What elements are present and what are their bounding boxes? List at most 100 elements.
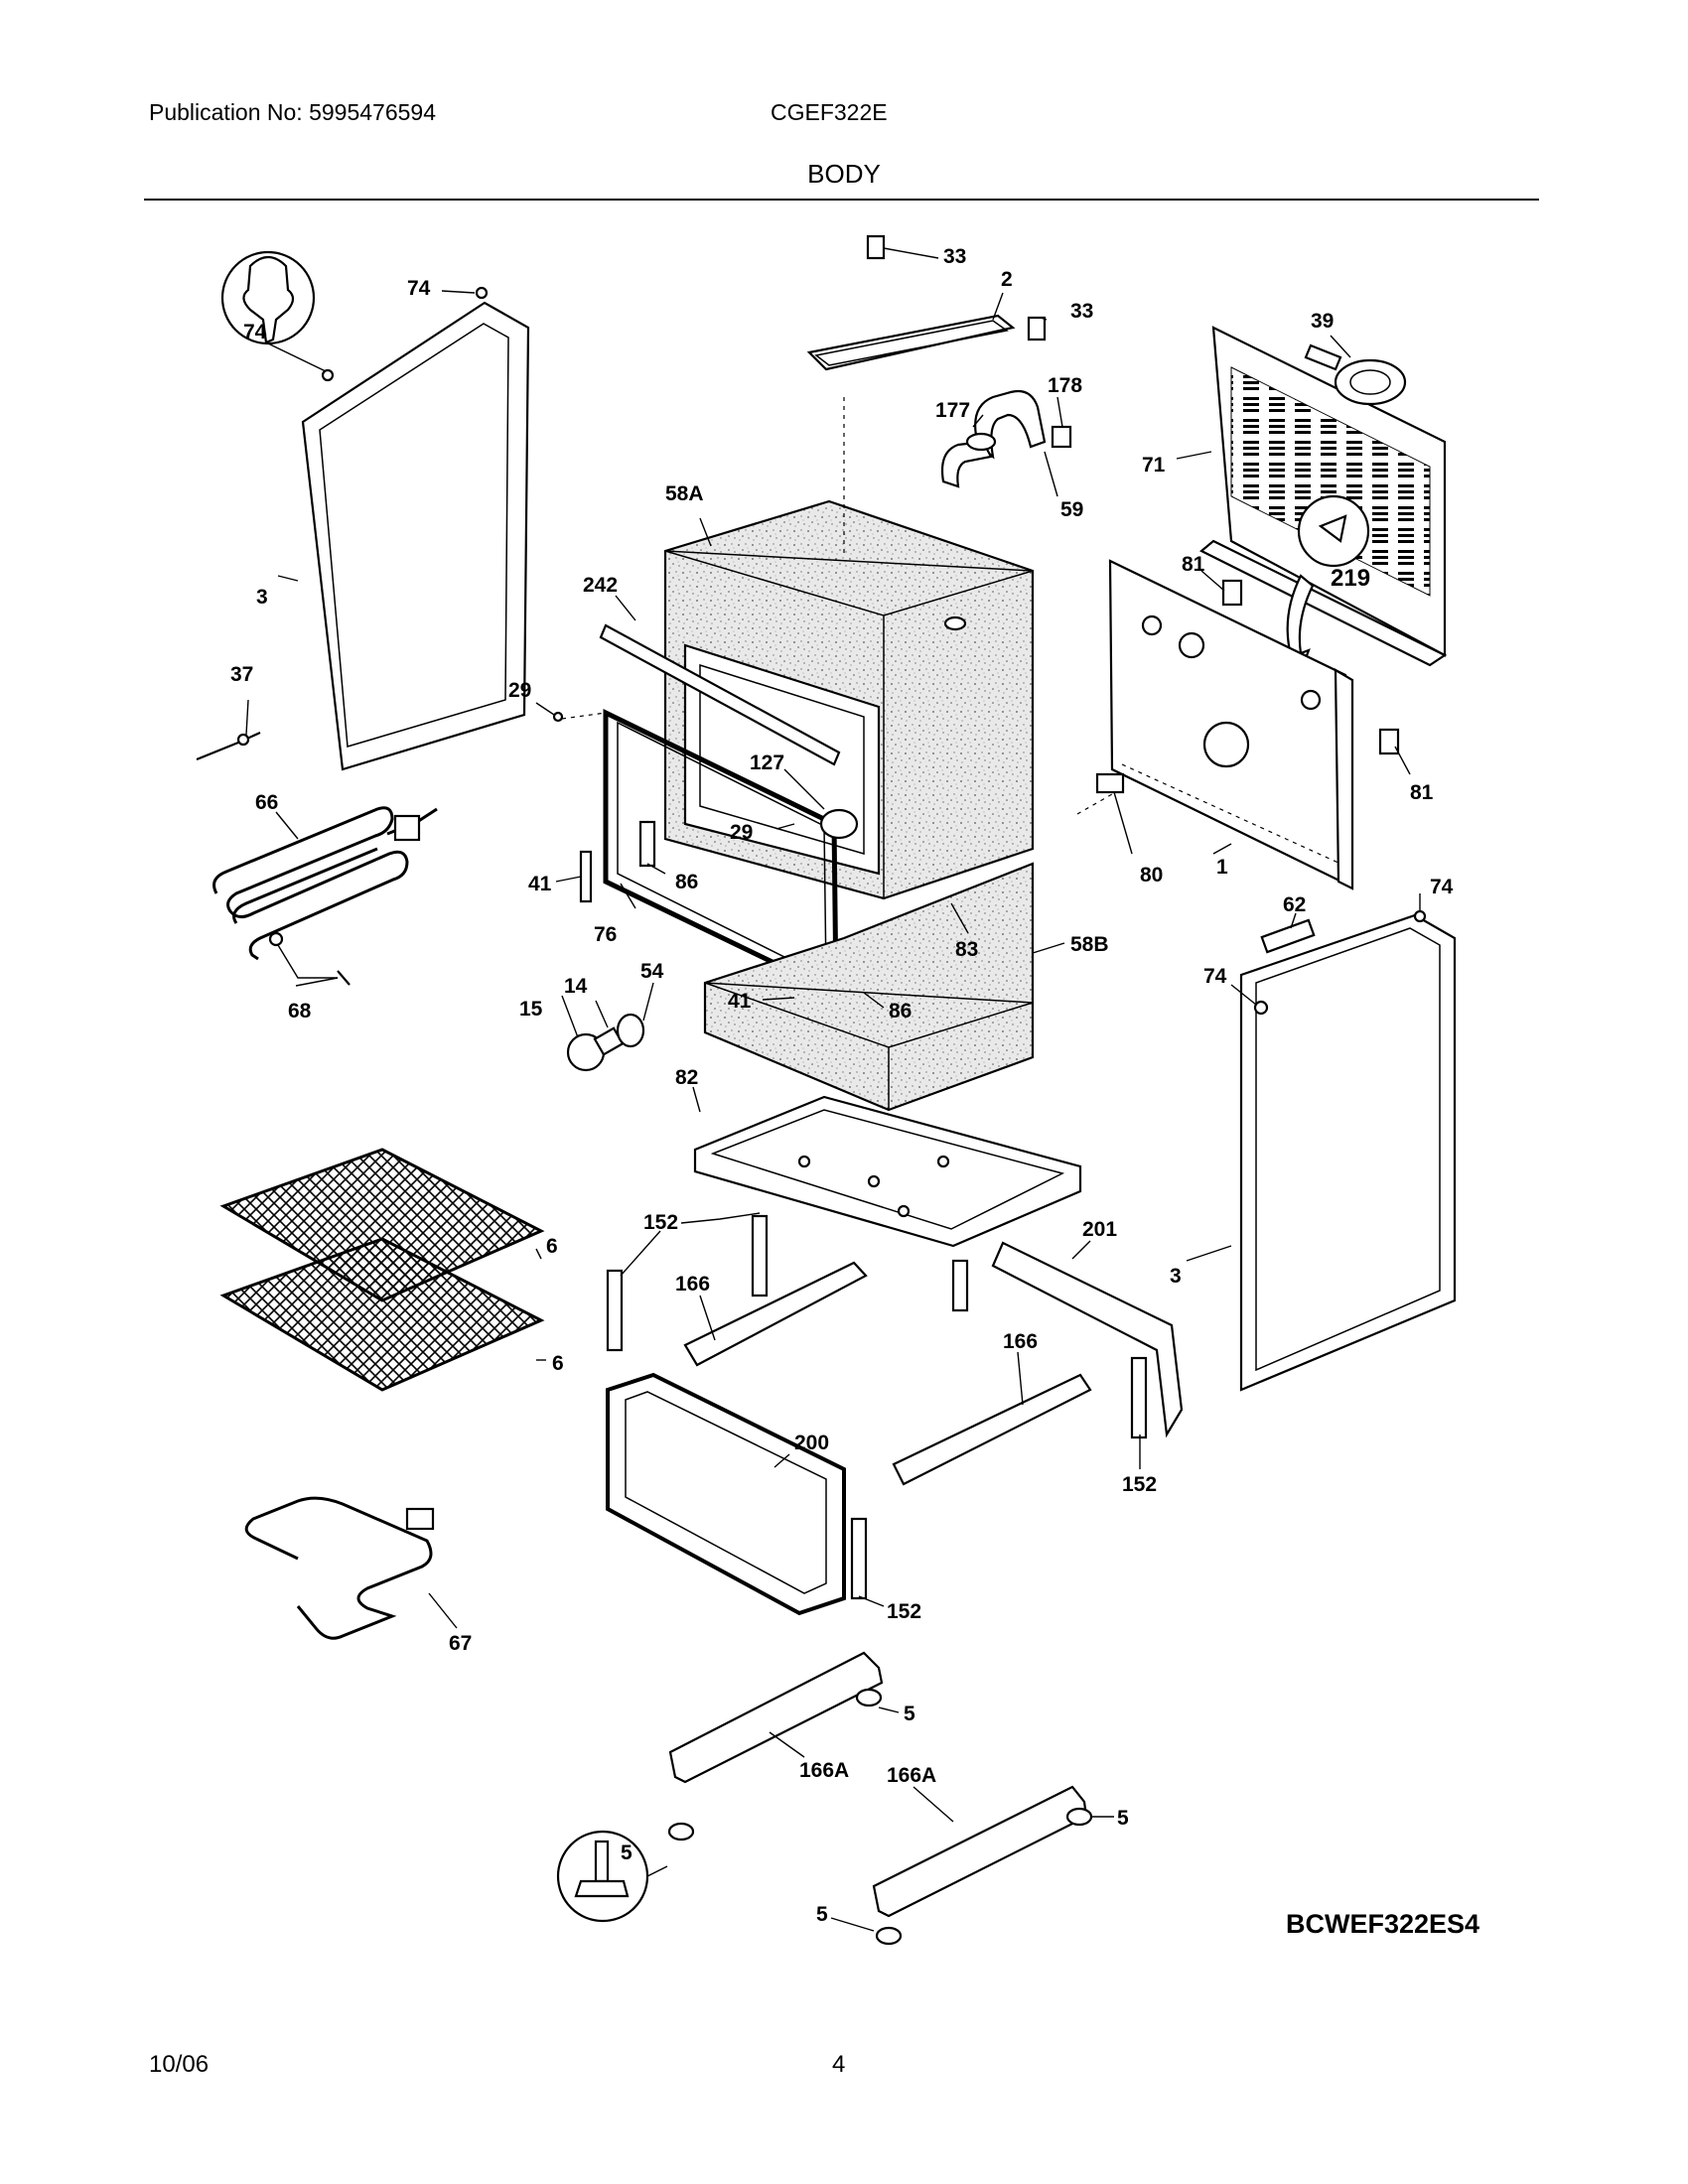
- callout: 5: [816, 1903, 828, 1926]
- callout: 66: [255, 791, 278, 814]
- screw-68: [268, 931, 284, 947]
- callout: 33: [943, 245, 966, 268]
- terminal-block-62: [1260, 918, 1316, 954]
- leg-5-d: [875, 1926, 903, 1946]
- hinge-86-upper: [638, 820, 656, 868]
- callout: 39: [1311, 310, 1334, 333]
- bracket-152-center: [751, 1214, 769, 1297]
- model-number: CGEF322E: [771, 99, 888, 125]
- callout: 41: [728, 990, 752, 1013]
- callout: 74: [1430, 876, 1454, 898]
- callout: 2: [1001, 268, 1013, 291]
- bracket-81-lower: [1378, 728, 1400, 755]
- callout: 14: [564, 975, 588, 998]
- callout: 166A: [799, 1759, 849, 1782]
- callout: 178: [1048, 374, 1082, 397]
- bottom-pan-82: [693, 1095, 1082, 1248]
- oven-liner-lower: [703, 862, 1035, 1112]
- callout: 152: [1122, 1473, 1157, 1496]
- front-rail-242: [599, 623, 841, 766]
- callout: 86: [889, 1000, 912, 1023]
- callout: 54: [640, 960, 664, 983]
- rail-166A-right: [872, 1785, 1088, 1918]
- callout: 6: [552, 1352, 564, 1375]
- callout: 201: [1082, 1218, 1117, 1241]
- drawer-frame-200: [606, 1372, 846, 1616]
- callout: 68: [288, 1000, 312, 1023]
- callout: 29: [730, 821, 753, 844]
- bracket-152-right: [1130, 1356, 1148, 1439]
- leader-lines: [245, 247, 1421, 1932]
- callout: 58A: [665, 482, 704, 505]
- leg-5-detail: [556, 1830, 649, 1923]
- footer-date: 10/06: [149, 2051, 210, 2078]
- callout: 74: [1203, 965, 1227, 988]
- callout: 41: [528, 873, 552, 895]
- callout: 6: [546, 1235, 558, 1258]
- callout: 29: [508, 679, 531, 702]
- publication-number: Publication No: 5995476594: [149, 99, 437, 125]
- callout: 5: [904, 1703, 915, 1725]
- callout: 37: [230, 663, 253, 686]
- screw-74-right: [1413, 909, 1427, 923]
- callout: 3: [1170, 1265, 1182, 1288]
- page-number: 4: [832, 2051, 846, 2078]
- bracket-33-top: [866, 234, 886, 260]
- thermostat-127: [819, 808, 859, 840]
- rail-201: [991, 1241, 1184, 1438]
- callout: 82: [675, 1066, 698, 1089]
- callout-labels: 74 74 3 37 29 242 58A 33 2 33 177 178 59…: [230, 245, 1454, 1926]
- left-side-panel: [301, 301, 530, 771]
- rail-166A-left: [668, 1651, 884, 1784]
- callout: 80: [1140, 864, 1163, 887]
- callout: 76: [594, 923, 617, 946]
- callout: 127: [750, 751, 784, 774]
- bracket-152-drawer: [850, 1517, 868, 1600]
- callout: 83: [955, 938, 978, 961]
- right-side-panel: [1239, 913, 1457, 1392]
- callout: 152: [887, 1600, 921, 1623]
- diagram-code: BCWEF322ES4: [1286, 1909, 1479, 1939]
- broil-element: [212, 806, 438, 961]
- leg-5-b: [1065, 1807, 1093, 1827]
- callout: 67: [449, 1632, 472, 1655]
- callout: 152: [643, 1211, 678, 1234]
- callout: 74: [243, 321, 267, 343]
- hinge-41-upper: [579, 850, 593, 903]
- bracket-152-left: [606, 1269, 624, 1352]
- callout: 62: [1283, 893, 1306, 916]
- callout: 33: [1070, 300, 1093, 323]
- callout: 166: [1003, 1330, 1038, 1353]
- bracket-center: [951, 1259, 969, 1312]
- callout: 200: [794, 1432, 829, 1454]
- callout: 15: [519, 998, 543, 1021]
- bracket-80: [1095, 772, 1125, 794]
- callout: 3: [256, 586, 268, 609]
- rail-166-right: [892, 1373, 1092, 1486]
- callout: 5: [1117, 1807, 1129, 1830]
- bracket-81-upper: [1221, 579, 1243, 607]
- callout: 58B: [1070, 933, 1109, 956]
- control-box-39: [1304, 343, 1407, 406]
- vent-duct-59: [974, 389, 1047, 460]
- callout: 177: [935, 399, 970, 422]
- callout: 219: [1331, 565, 1370, 592]
- callout: 242: [583, 574, 618, 597]
- bake-element-67: [244, 1496, 435, 1640]
- callout: 86: [675, 871, 698, 893]
- leg-5-c: [667, 1822, 695, 1842]
- callout: 166: [675, 1273, 710, 1296]
- callout: 74: [407, 277, 431, 300]
- callout: 5: [621, 1842, 633, 1864]
- rail-166-left: [683, 1261, 868, 1367]
- screw-74-detail: [220, 250, 489, 382]
- clip-178: [1051, 425, 1072, 449]
- callout: 59: [1060, 498, 1083, 521]
- oven-rack-lower: [219, 1237, 545, 1392]
- section-title: BODY: [807, 159, 881, 189]
- header-rule: [144, 199, 1539, 201]
- screw-74-right-lower: [1253, 1000, 1269, 1016]
- wire-37: [196, 731, 261, 761]
- callout: 81: [1410, 781, 1434, 804]
